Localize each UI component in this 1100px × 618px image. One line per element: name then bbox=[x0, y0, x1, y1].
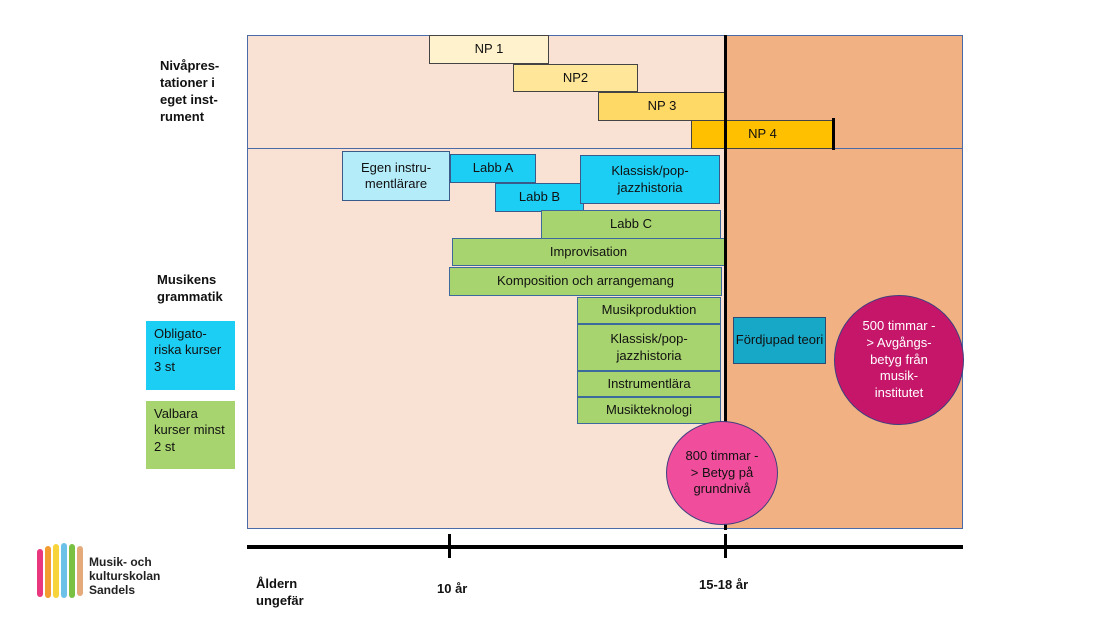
course-komposition: Komposition och arrangemang bbox=[449, 267, 722, 296]
legend-obligatory: Obligato- riska kurser 3 st bbox=[146, 321, 235, 390]
course-improvisation: Improvisation bbox=[452, 238, 725, 266]
circle-avgangsbetyg-text: 500 timmar -> Avgångs- betyg från musik-… bbox=[862, 317, 936, 401]
np4-end-marker bbox=[832, 118, 835, 150]
axis-tick-15-18 bbox=[724, 534, 727, 558]
row-label-grammar: Musikens grammatik bbox=[157, 272, 223, 304]
school-logo-mark bbox=[37, 541, 87, 605]
axis-title: Åldern ungefär bbox=[256, 576, 304, 608]
age-axis bbox=[247, 545, 963, 549]
course-labb-a: Labb A bbox=[450, 154, 536, 183]
course-labb-b: Labb B bbox=[495, 183, 584, 212]
axis-tick-10 bbox=[448, 534, 451, 558]
diagram-frame bbox=[247, 35, 963, 529]
np-2: NP2 bbox=[513, 64, 638, 92]
legend-elective: Valbara kurser minst 2 st bbox=[146, 401, 235, 469]
course-fordjupad-teori: Fördjupad teori bbox=[733, 317, 826, 364]
course-historia-elective: Klassisk/pop- jazzhistoria bbox=[577, 324, 721, 371]
np-3: NP 3 bbox=[598, 92, 726, 121]
circle-grundniva-text: 800 timmar -> Betyg på grundnivå bbox=[685, 447, 759, 497]
row-label-instrument: Nivåpres- tationer i eget inst- rument bbox=[160, 58, 220, 124]
logo-line-2: kulturskolan bbox=[89, 568, 161, 583]
circle-grundniva: 800 timmar -> Betyg på grundnivå bbox=[666, 421, 778, 525]
course-instrumentlara: Instrumentlära bbox=[577, 371, 721, 397]
np-1: NP 1 bbox=[429, 35, 549, 64]
school-logo-text: Musik- och kulturskolan Sandels bbox=[89, 555, 179, 597]
course-musikteknologi: Musikteknologi bbox=[577, 397, 721, 424]
row-separator bbox=[247, 148, 963, 149]
np-4: NP 4 bbox=[691, 120, 834, 149]
circle-avgangsbetyg: 500 timmar -> Avgångs- betyg från musik-… bbox=[834, 295, 964, 425]
course-historia-obligatory: Klassisk/pop- jazzhistoria bbox=[580, 155, 720, 204]
age-divider-line bbox=[724, 35, 727, 530]
axis-label-15-18: 15-18 år bbox=[699, 577, 749, 592]
course-egen-instrumentlarare: Egen instru- mentlärare bbox=[342, 151, 450, 201]
logo-line-3: Sandels bbox=[89, 582, 136, 597]
course-musikproduktion: Musikproduktion bbox=[577, 297, 721, 324]
logo-line-1: Musik- och bbox=[89, 555, 152, 569]
axis-label-10: 10 år bbox=[437, 581, 468, 596]
course-labb-c: Labb C bbox=[541, 210, 721, 239]
